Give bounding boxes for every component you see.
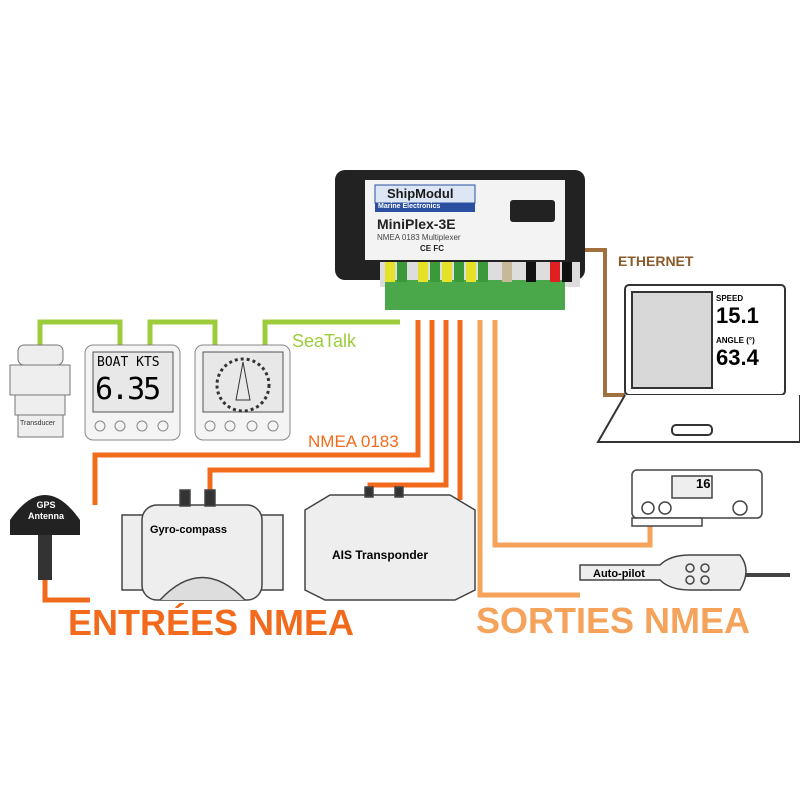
vhf-channel: 16 — [696, 476, 711, 491]
device-tagline: Marine Electronics — [378, 203, 441, 210]
gyro-label: Gyro-compass — [150, 524, 228, 536]
ais-label: AIS Transponder — [332, 548, 429, 562]
wind-instrument — [194, 344, 291, 441]
laptop-speed-value: 15.1 — [716, 303, 759, 328]
speed-header: BOAT KTS — [97, 355, 160, 370]
seatalk-bus — [37, 319, 400, 345]
device-subtitle: NMEA 0183 Multiplexer — [377, 233, 461, 242]
gyro-compass — [121, 489, 284, 601]
laptop-angle-value: 63.4 — [716, 345, 759, 370]
device-cert: CE FC — [420, 244, 444, 253]
gps-label: GPS Antenna — [28, 500, 64, 521]
nmea-label: NMEA 0183 — [308, 432, 399, 451]
terminal-colors — [385, 262, 572, 282]
nmea-output-cables — [477, 320, 653, 598]
transducer — [9, 344, 71, 438]
inputs-label: ENTRÉES NMEA — [68, 602, 355, 643]
laptop-speed-label: SPEED — [716, 294, 744, 303]
speed-instrument — [84, 344, 181, 441]
nmea-input-cables — [42, 320, 463, 603]
device-brand: ShipModul — [387, 186, 454, 201]
seatalk-label: SeaTalk — [292, 331, 357, 351]
vhf-radio — [631, 469, 763, 527]
transducer-label: Transducer — [20, 420, 56, 427]
autopilot — [579, 554, 790, 591]
ais-transponder — [304, 486, 476, 601]
gps-antenna — [10, 495, 80, 580]
laptop — [596, 284, 800, 443]
outputs-label: SORTIES NMEA — [476, 600, 751, 641]
autopilot-label: Auto-pilot — [593, 568, 645, 580]
laptop-angle-label: ANGLE (°) — [716, 336, 755, 345]
device-model: MiniPlex-3E — [377, 216, 456, 232]
ethernet-label: ETHERNET — [618, 253, 694, 269]
ethernet-cable — [585, 248, 625, 397]
speed-value: 6.35 — [95, 372, 161, 407]
